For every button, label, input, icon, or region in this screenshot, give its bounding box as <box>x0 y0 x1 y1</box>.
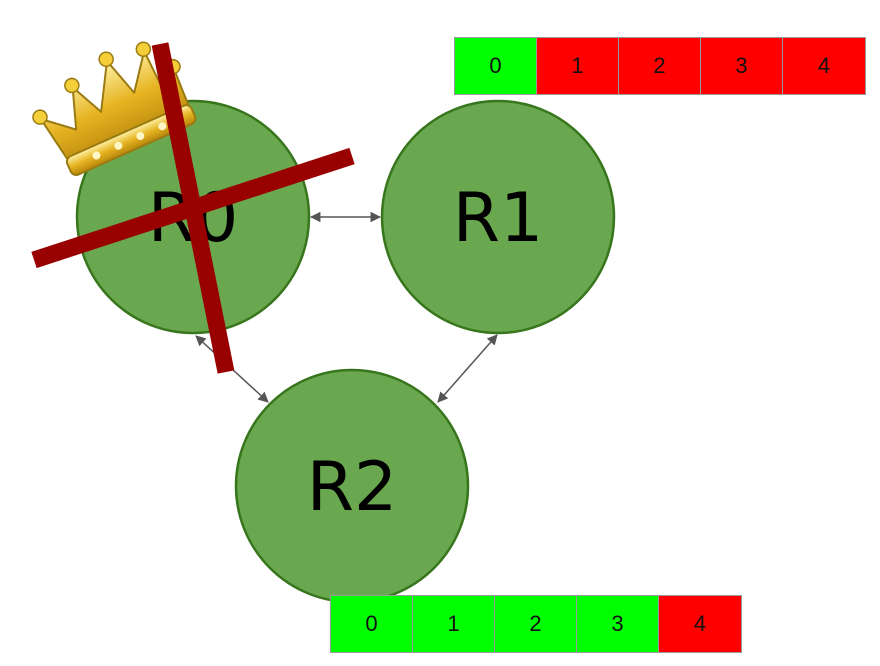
log-array-r1: 0 1 2 3 4 <box>454 37 866 95</box>
log-cell: 3 <box>701 38 783 94</box>
log-cell: 0 <box>455 38 537 94</box>
log-cell: 4 <box>783 38 865 94</box>
log-cell-index: 3 <box>611 611 624 636</box>
log-cell: 0 <box>331 596 413 652</box>
log-cell-index: 1 <box>447 611 460 636</box>
log-cell-index: 0 <box>365 611 378 636</box>
log-cell-index: 3 <box>735 53 748 78</box>
log-cell: 2 <box>495 596 577 652</box>
edge-r1-r2 <box>437 334 498 403</box>
log-cell-index: 4 <box>817 53 831 78</box>
log-cell: 1 <box>413 596 495 652</box>
node-r2-label: R2 <box>307 448 398 527</box>
log-cell-index: 1 <box>571 53 584 78</box>
log-cell: 4 <box>659 596 741 652</box>
cross-out-icon <box>31 42 355 374</box>
node-r1: R1 <box>380 99 616 335</box>
node-r1-label: R1 <box>453 179 544 258</box>
log-cell-index: 4 <box>693 611 707 636</box>
node-r2: R2 <box>234 368 470 604</box>
log-cell: 1 <box>537 38 619 94</box>
log-cell: 2 <box>619 38 701 94</box>
log-cell: 3 <box>577 596 659 652</box>
node-r1-circle <box>380 99 616 335</box>
log-cell-index: 2 <box>653 53 666 78</box>
log-array-r2: 0 1 2 3 4 <box>330 595 742 653</box>
crown-icon <box>32 41 197 176</box>
log-cell-index: 0 <box>489 53 502 78</box>
log-cell-index: 2 <box>529 611 542 636</box>
